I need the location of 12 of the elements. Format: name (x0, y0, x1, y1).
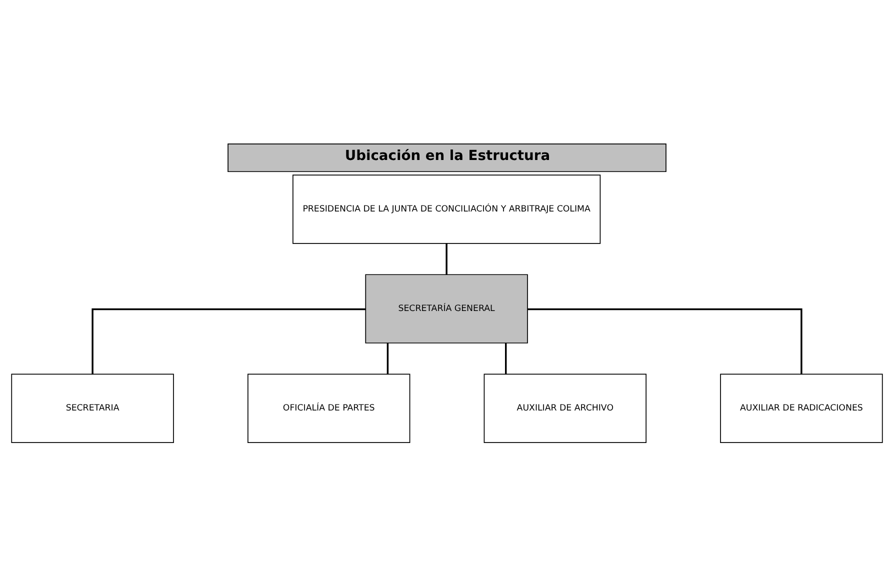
diagram-title: Ubicación en la Estructura (344, 148, 550, 164)
node-box: AUXILIAR DE RADICACIONES (720, 373, 883, 442)
node-box: SECRETARIA (11, 373, 174, 442)
connector (505, 342, 507, 374)
connector (446, 243, 448, 274)
node-box: PRESIDENCIA DE LA JUNTA DE CONCILIACIÓN Y ARBITRAJE COLIMA (292, 174, 601, 244)
connector (386, 342, 389, 374)
node-box: SECRETARÍA GENERAL (365, 274, 528, 343)
node-box: OFICIALÍA DE PARTES (248, 373, 410, 442)
node-box: AUXILIAR DE ARCHIVO (484, 373, 646, 442)
connector (528, 308, 802, 374)
connector (92, 308, 366, 374)
